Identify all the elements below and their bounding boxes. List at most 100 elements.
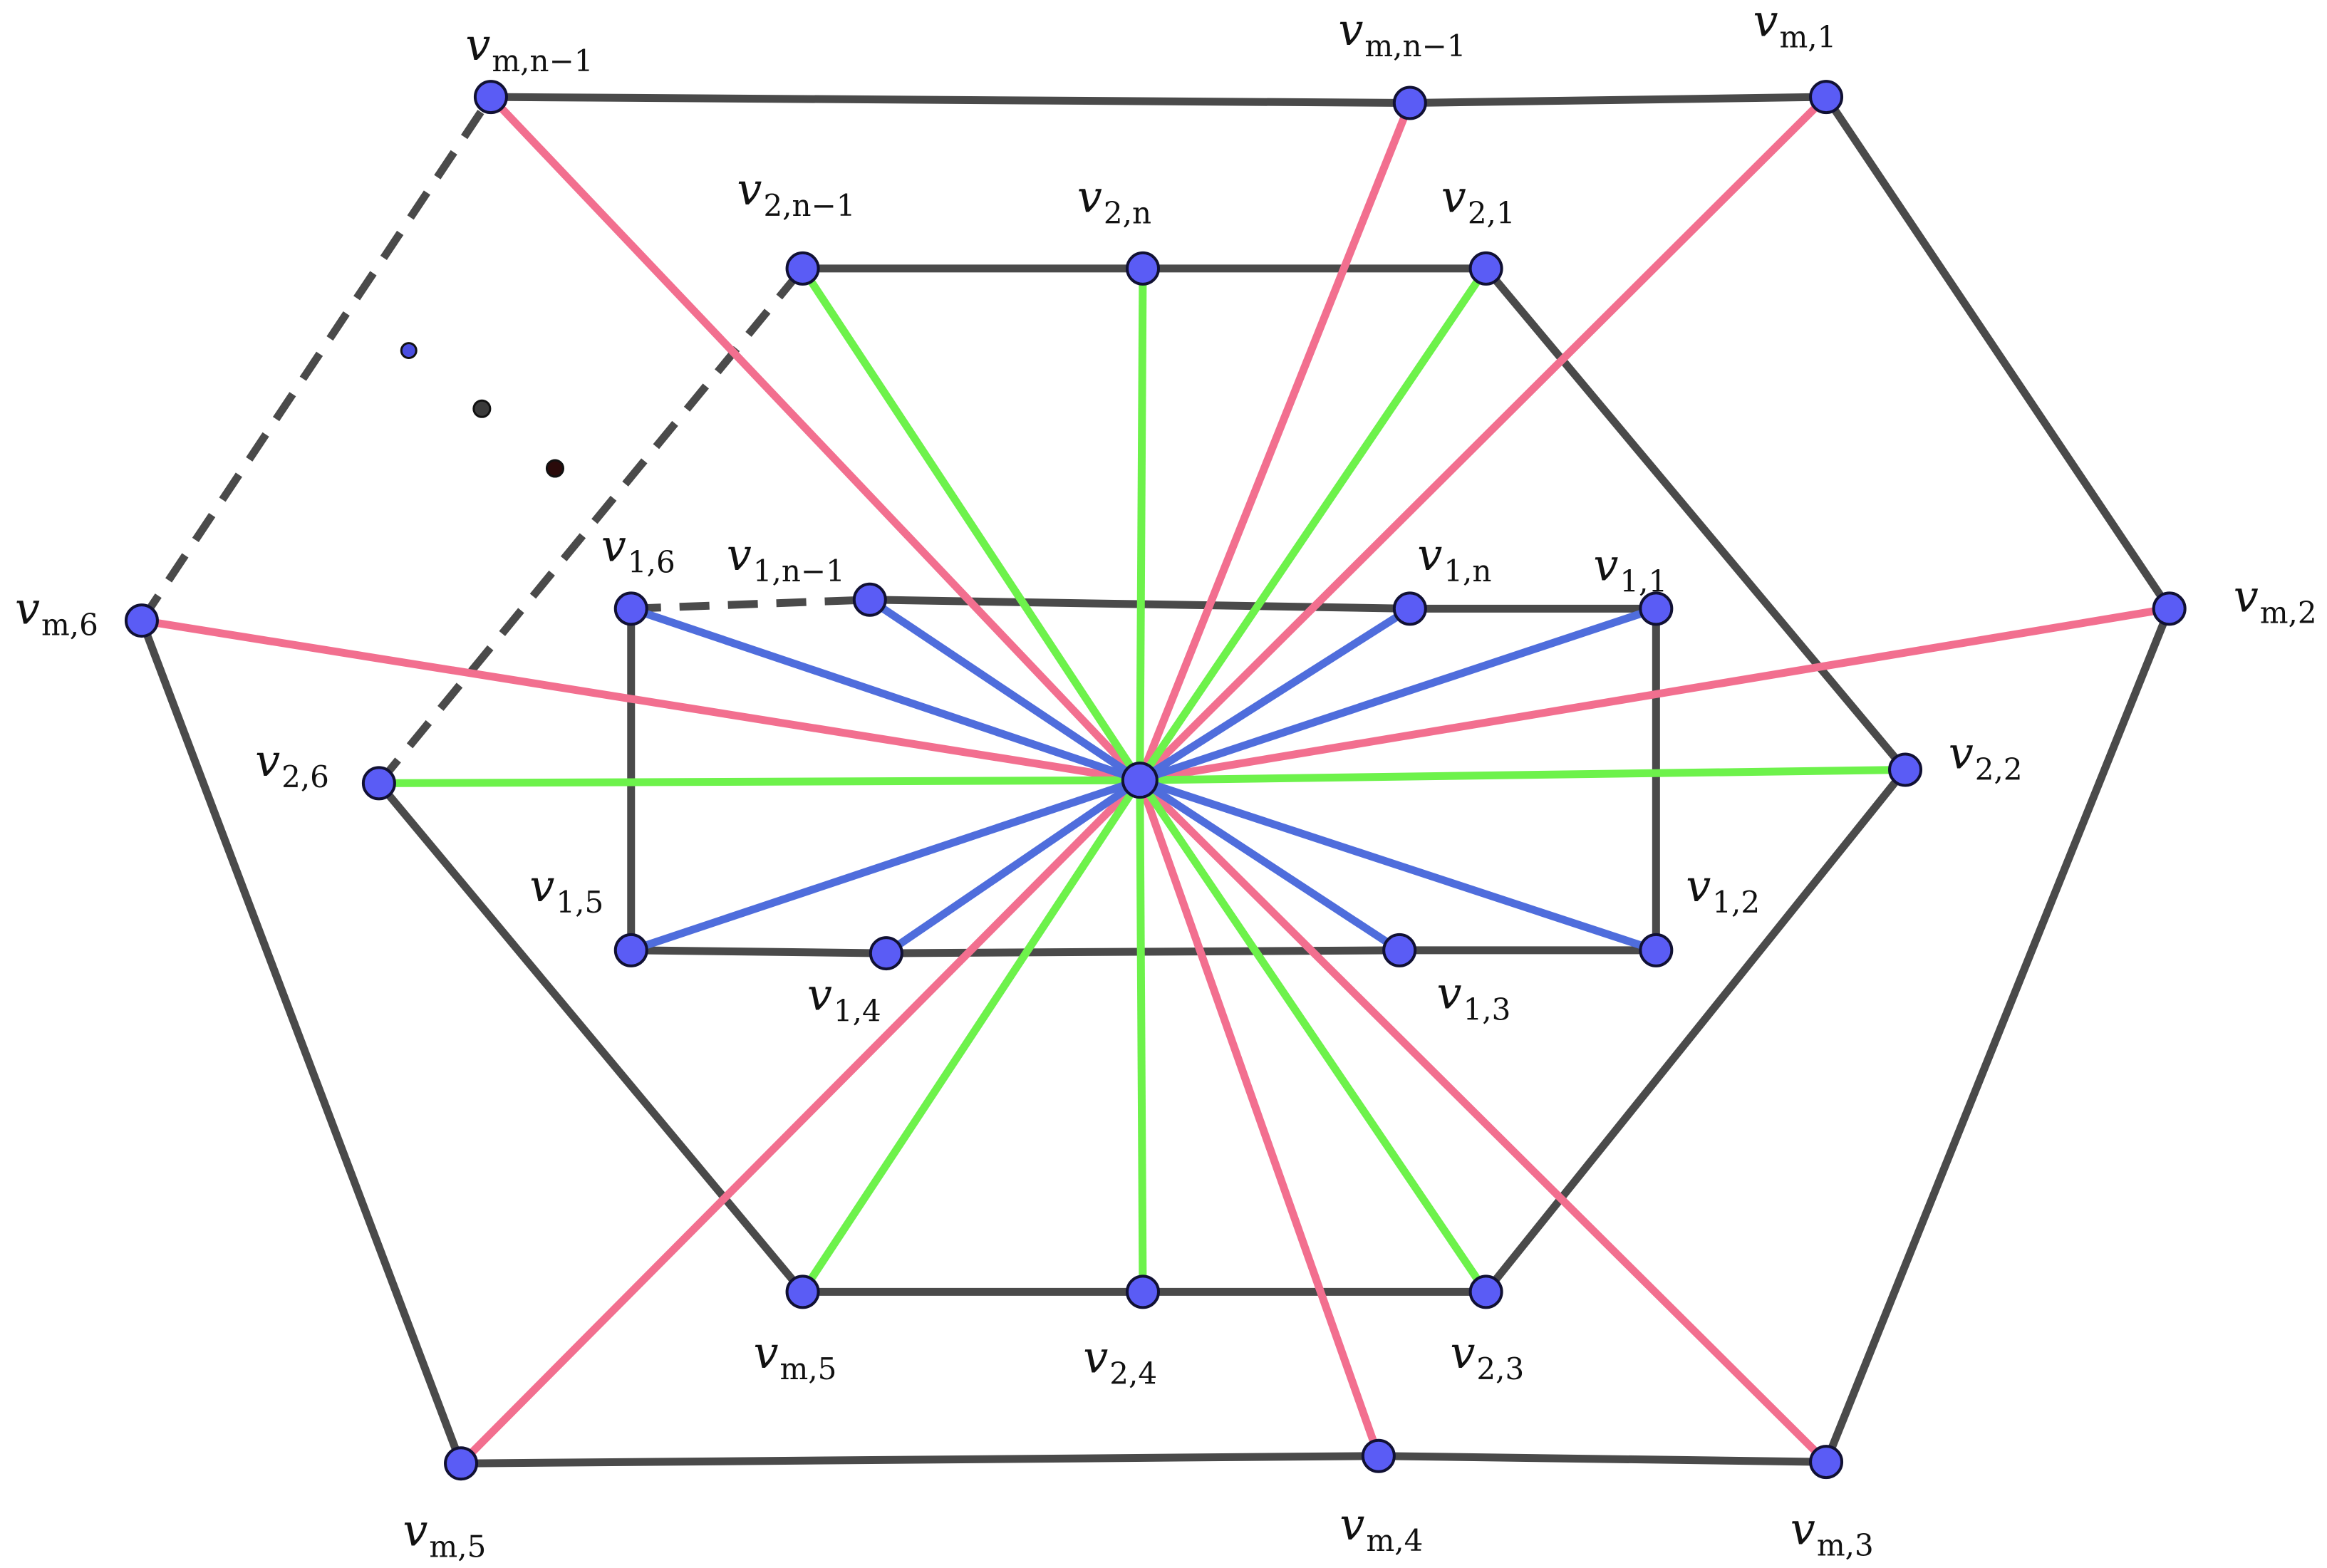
vertex-v2-n-1-label: v2,n−1 <box>737 163 855 223</box>
vertex-vm-2 <box>2152 591 2187 626</box>
vertex-v1-3-label-base: v <box>1437 967 1462 1019</box>
edge-outer-c-m_3 <box>1136 777 1829 1465</box>
edge-inner-c-1_5 <box>630 776 1141 955</box>
vertex-v2-1-label-subscript: 2,1 <box>1468 195 1515 230</box>
vertex-v1-n-label-base: v <box>1417 529 1442 581</box>
vertex-v2-n-label-subscript: 2,n <box>1104 195 1151 230</box>
edge-outline-m_5a-2_6 <box>375 780 806 1294</box>
vertex-v2-2-label-base: v <box>1949 727 1974 779</box>
vertex-v2-6-label-base: v <box>255 734 280 786</box>
vertex-vm-3 <box>1809 1445 1844 1480</box>
vertex-vm-6-label-base: v <box>15 582 40 634</box>
ellipsis-dot-1 <box>400 342 418 360</box>
ellipsis-dots <box>400 342 564 478</box>
vertex-v1-4 <box>869 936 903 971</box>
vertex-v2-6 <box>361 766 396 801</box>
vertex-v1-6-label-subscript: 1,6 <box>628 544 675 579</box>
vertex-vm-n-1-left <box>473 80 508 115</box>
edge-outer-c-m_2 <box>1139 604 2170 784</box>
vertex-v1-4-label: v1,4 <box>807 969 881 1029</box>
vertex-vm-1 <box>1809 80 1844 115</box>
vertex-vm-3-label-subscript: m,3 <box>1817 1527 1874 1562</box>
hub-vertex <box>1121 762 1159 799</box>
vertex-v2-3-label: v2,3 <box>1450 1326 1524 1386</box>
vertex-v1-1-label: v1,1 <box>1593 539 1667 599</box>
edge-middle-c-2_2 <box>1139 766 1906 784</box>
vertex-vm-n-1-right-label-subscript: m,n−1 <box>1364 28 1466 63</box>
edge-inner-c-1_2 <box>1139 776 1658 955</box>
vertex-v1-1 <box>1639 591 1674 626</box>
edge-outer-c-m_6 <box>141 616 1141 784</box>
vertex-v2-n-1 <box>785 251 820 286</box>
vertex-vm-6 <box>124 603 159 638</box>
edge-middle-c-2_3 <box>1136 778 1490 1294</box>
edge-inner-c-1_n1 <box>867 596 1142 784</box>
vertex-v2-n <box>1126 251 1161 286</box>
vertex-v2-4-label-subscript: 2,4 <box>1109 1356 1157 1391</box>
edge-inner-c-1_6 <box>630 605 1141 784</box>
vertex-v1-4-label-subscript: 1,4 <box>834 994 881 1029</box>
vertex-v1-5-label-base: v <box>529 860 554 912</box>
ellipsis-dot-3 <box>545 459 564 478</box>
vertex-v1-n-1-label-subscript: 1,n−1 <box>753 554 845 588</box>
edge-inner-c-1_n <box>1137 605 1412 784</box>
edge-outer-c-m_1 <box>1136 94 1829 784</box>
edge-middle-c-2_1 <box>1136 266 1490 783</box>
vertex-v2-1 <box>1468 251 1503 286</box>
edge-outer-c-m_n1a <box>487 94 1143 783</box>
vertex-vm-5-inner <box>785 1274 820 1309</box>
vertex-v2-6-label: v2,6 <box>255 734 329 794</box>
vertex-v1-6 <box>613 591 648 626</box>
edges-layer <box>138 93 2173 1468</box>
vertex-vm-n-1-right <box>1392 85 1427 120</box>
vertex-vm-4-label: vm,4 <box>1339 1498 1423 1558</box>
edge-outline-1_4-1_5 <box>631 946 886 957</box>
edge-dashed-1_6-1_n1 <box>631 596 871 613</box>
vertex-v2-1-label: v2,1 <box>1441 170 1515 230</box>
vertex-vm-3-label: vm,3 <box>1790 1502 1874 1562</box>
vertex-v2-2-label-subscript: 2,2 <box>1975 752 2023 786</box>
vertex-vm-4-label-base: v <box>1339 1498 1364 1550</box>
vertex-v2-n-label: v2,n <box>1077 170 1151 230</box>
vertex-vm-3-label-base: v <box>1790 1502 1815 1554</box>
vertex-vm-n-1-left-label-base: v <box>465 19 490 71</box>
vertex-v2-n-1-label-base: v <box>737 163 762 215</box>
vertex-v1-1-label-subscript: 1,1 <box>1619 564 1667 599</box>
vertex-v1-5-label: v1,5 <box>529 860 603 920</box>
vertex-vm-1-label-subscript: m,1 <box>1779 19 1836 54</box>
edge-middle-c-2_4 <box>1136 780 1147 1292</box>
vertex-vm-4 <box>1361 1438 1396 1473</box>
vertex-vm-5-inner-label-base: v <box>753 1326 778 1379</box>
edge-outline-m_n1b-m_1 <box>1409 93 1827 107</box>
edge-middle-c-2_n1 <box>799 266 1144 783</box>
vertex-v1-2-label-base: v <box>1686 860 1711 912</box>
vertex-v1-4-label-base: v <box>807 969 832 1021</box>
edge-outline-m_3-m_4 <box>1378 1452 1827 1466</box>
edge-outline-m_n1a-m_n1b <box>490 93 1410 107</box>
vertex-v2-3-label-subscript: 2,3 <box>1476 1351 1524 1386</box>
vertex-vm-5-bottom-label-subscript: m,5 <box>429 1529 486 1564</box>
vertex-vm-n-1-right-label-base: v <box>1338 4 1363 56</box>
vertex-v1-n-1 <box>852 582 887 617</box>
vertex-v1-n-label: v1,n <box>1417 529 1491 588</box>
edge-inner-c-1_4 <box>883 777 1142 957</box>
vertex-vm-n-1-right-label: vm,n−1 <box>1338 4 1466 63</box>
vertex-v2-3-label-base: v <box>1450 1326 1475 1379</box>
edge-outer-c-m_4 <box>1136 779 1383 1458</box>
edge-outline-m_1-m_2 <box>1823 95 2173 611</box>
vertices-layer <box>124 80 2187 1481</box>
edge-outline-m_5b-m_6 <box>138 619 465 1465</box>
vertex-v1-3-label-subscript: 1,3 <box>1463 992 1511 1027</box>
vertex-vm-2-label-subscript: m,2 <box>2260 596 2317 630</box>
vertex-v2-2-label: v2,2 <box>1949 727 2023 786</box>
edge-outline-2_1-2_2 <box>1483 266 1909 773</box>
edge-outer-c-m_5b <box>458 777 1143 1467</box>
vertex-vm-5-bottom-label-base: v <box>403 1504 427 1556</box>
edge-dashed-m_6-m_n1a <box>138 95 494 623</box>
vertex-v2-3 <box>1468 1274 1503 1309</box>
vertex-vm-4-label-subscript: m,4 <box>1366 1523 1423 1558</box>
vertex-vm-5-inner-label: vm,5 <box>753 1326 836 1386</box>
vertex-vm-1-label-base: v <box>1753 0 1778 46</box>
